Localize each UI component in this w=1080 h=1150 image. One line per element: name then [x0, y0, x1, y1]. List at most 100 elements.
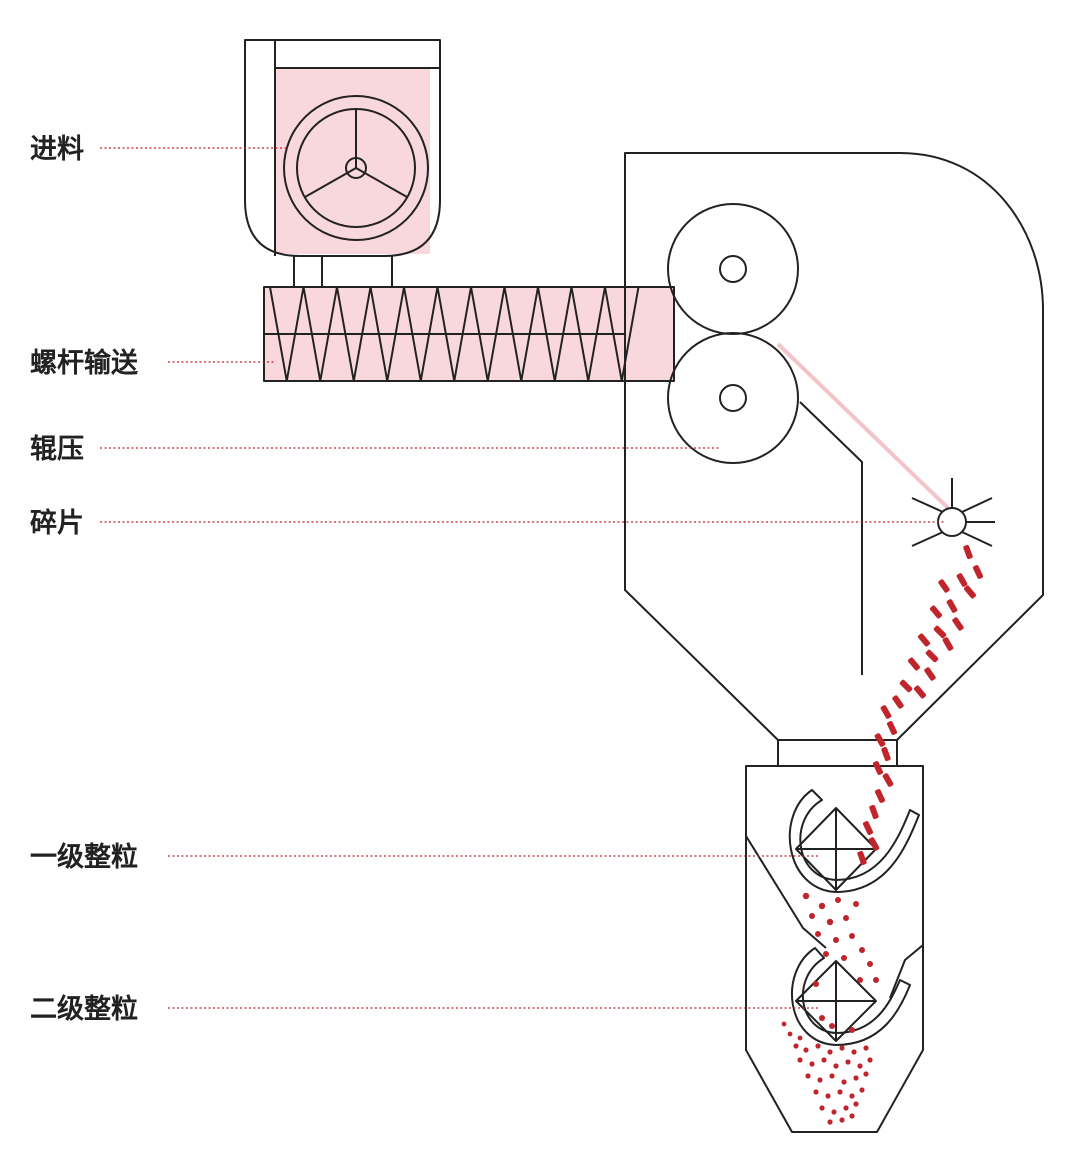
- flake-particle: [918, 633, 930, 647]
- granule-particle: [797, 1057, 803, 1063]
- lower-roller-axle: [719, 384, 747, 412]
- granule-particle: [819, 1015, 825, 1021]
- label-secondary-granulation-text: 二级整粒: [30, 993, 138, 1025]
- feed-hopper: [244, 39, 441, 287]
- flake-particle: [942, 637, 954, 651]
- feed-hopper-outer: [244, 39, 441, 257]
- granule-particle: [839, 1045, 845, 1051]
- granule-particle: [781, 1021, 787, 1027]
- granule-particle: [849, 1093, 855, 1099]
- secondary-granulator-rotor-icon: [791, 947, 911, 1046]
- flake-particle: [914, 685, 926, 699]
- granule-particle: [839, 1117, 845, 1123]
- flake-particles: [857, 544, 984, 866]
- granule-particle: [851, 1049, 857, 1055]
- flake-particle: [933, 625, 947, 639]
- label-primary-granulation: 一级整粒: [30, 841, 818, 873]
- granule-particle: [815, 931, 821, 937]
- granule-particle: [831, 1109, 837, 1115]
- flake-particle: [874, 733, 886, 747]
- feed-wheel-icon: [283, 95, 429, 241]
- granule-particle: [827, 1049, 833, 1055]
- label-feed-text: 进料: [30, 134, 84, 165]
- granule-particle: [853, 1101, 859, 1107]
- granule-particle: [809, 1061, 815, 1067]
- granule-particle: [853, 901, 859, 907]
- granule-particle: [829, 1023, 835, 1029]
- granule-particle: [835, 897, 841, 903]
- granule-particle: [787, 1031, 793, 1037]
- granule-particle: [843, 1105, 849, 1111]
- granule-particle: [857, 1063, 863, 1069]
- granule-particle: [863, 1045, 869, 1051]
- label-roller-compaction-text: 辊压: [30, 433, 84, 465]
- granule-particle: [829, 1073, 835, 1079]
- label-flakes: 碎片: [30, 508, 946, 539]
- granule-particle: [845, 1059, 851, 1065]
- granule-particle: [821, 1057, 827, 1063]
- granule-particle: [825, 1093, 831, 1099]
- granule-particle: [815, 1043, 821, 1049]
- granule-particle: [841, 955, 847, 961]
- granule-particle: [827, 1119, 833, 1125]
- label-screw-conveying-text: 螺杆输送: [30, 347, 138, 379]
- flake-particle: [881, 746, 891, 762]
- screw-conveyor: [263, 286, 675, 382]
- granule-particle: [803, 1047, 809, 1053]
- compaction-chamber: [624, 152, 1044, 741]
- star-crusher-icon: [911, 478, 995, 547]
- granule-particle: [826, 918, 834, 926]
- flake-particle: [868, 837, 880, 851]
- label-flakes-text: 碎片: [30, 508, 84, 539]
- granule-particles: [781, 892, 879, 1125]
- label-primary-granulation-text: 一级整粒: [30, 841, 138, 873]
- granule-particle: [859, 947, 865, 953]
- flake-particle: [972, 565, 984, 579]
- flake-particle: [908, 657, 920, 671]
- flake-particle: [874, 789, 886, 803]
- flake-particle: [862, 821, 874, 835]
- primary-granulator-rotor-icon: [788, 789, 920, 893]
- granulator-housing: [745, 765, 924, 1133]
- granule-particle: [867, 1057, 873, 1063]
- granulator-unit: [745, 740, 924, 1133]
- granule-particle: [853, 1075, 859, 1081]
- flake-particle: [872, 761, 884, 775]
- flake-particle: [886, 721, 898, 735]
- flake-particle: [963, 544, 973, 560]
- flake-particle: [925, 649, 939, 663]
- granule-particle: [819, 1105, 825, 1111]
- upper-roller-axle: [719, 255, 747, 283]
- granule-particle: [817, 1077, 823, 1083]
- flake-particle: [938, 579, 950, 593]
- label-roller-compaction: 辊压: [30, 433, 720, 465]
- granule-particle: [849, 1113, 855, 1119]
- chamber-outline: [624, 152, 1044, 741]
- lower-press-roller: [667, 332, 799, 464]
- granule-particle: [833, 1063, 839, 1069]
- granule-particle: [818, 902, 826, 910]
- feed-hopper-fill: [275, 68, 430, 254]
- granule-particle: [857, 977, 863, 983]
- granule-particle: [833, 937, 839, 943]
- granule-particle: [867, 961, 873, 967]
- granule-particle: [813, 981, 819, 987]
- granule-particle: [793, 1043, 799, 1049]
- granulator-inner-wall-left: [745, 835, 827, 949]
- granule-particle: [805, 1073, 811, 1079]
- label-screw-conveying: 螺杆输送: [30, 347, 274, 379]
- flake-particle: [882, 773, 894, 787]
- label-feed: 进料: [30, 134, 288, 165]
- chamber-baffle: [799, 401, 863, 675]
- flake-trajectory: [776, 342, 950, 510]
- granule-particle: [797, 1035, 803, 1041]
- flake-particle: [899, 679, 913, 693]
- granule-particle: [849, 1027, 855, 1033]
- granule-particle: [863, 1071, 869, 1077]
- granule-particle: [837, 1089, 843, 1095]
- flake-particle: [857, 850, 867, 866]
- granule-particle: [873, 977, 879, 983]
- press-rollers-icon: [667, 203, 799, 464]
- granule-particle: [843, 915, 849, 921]
